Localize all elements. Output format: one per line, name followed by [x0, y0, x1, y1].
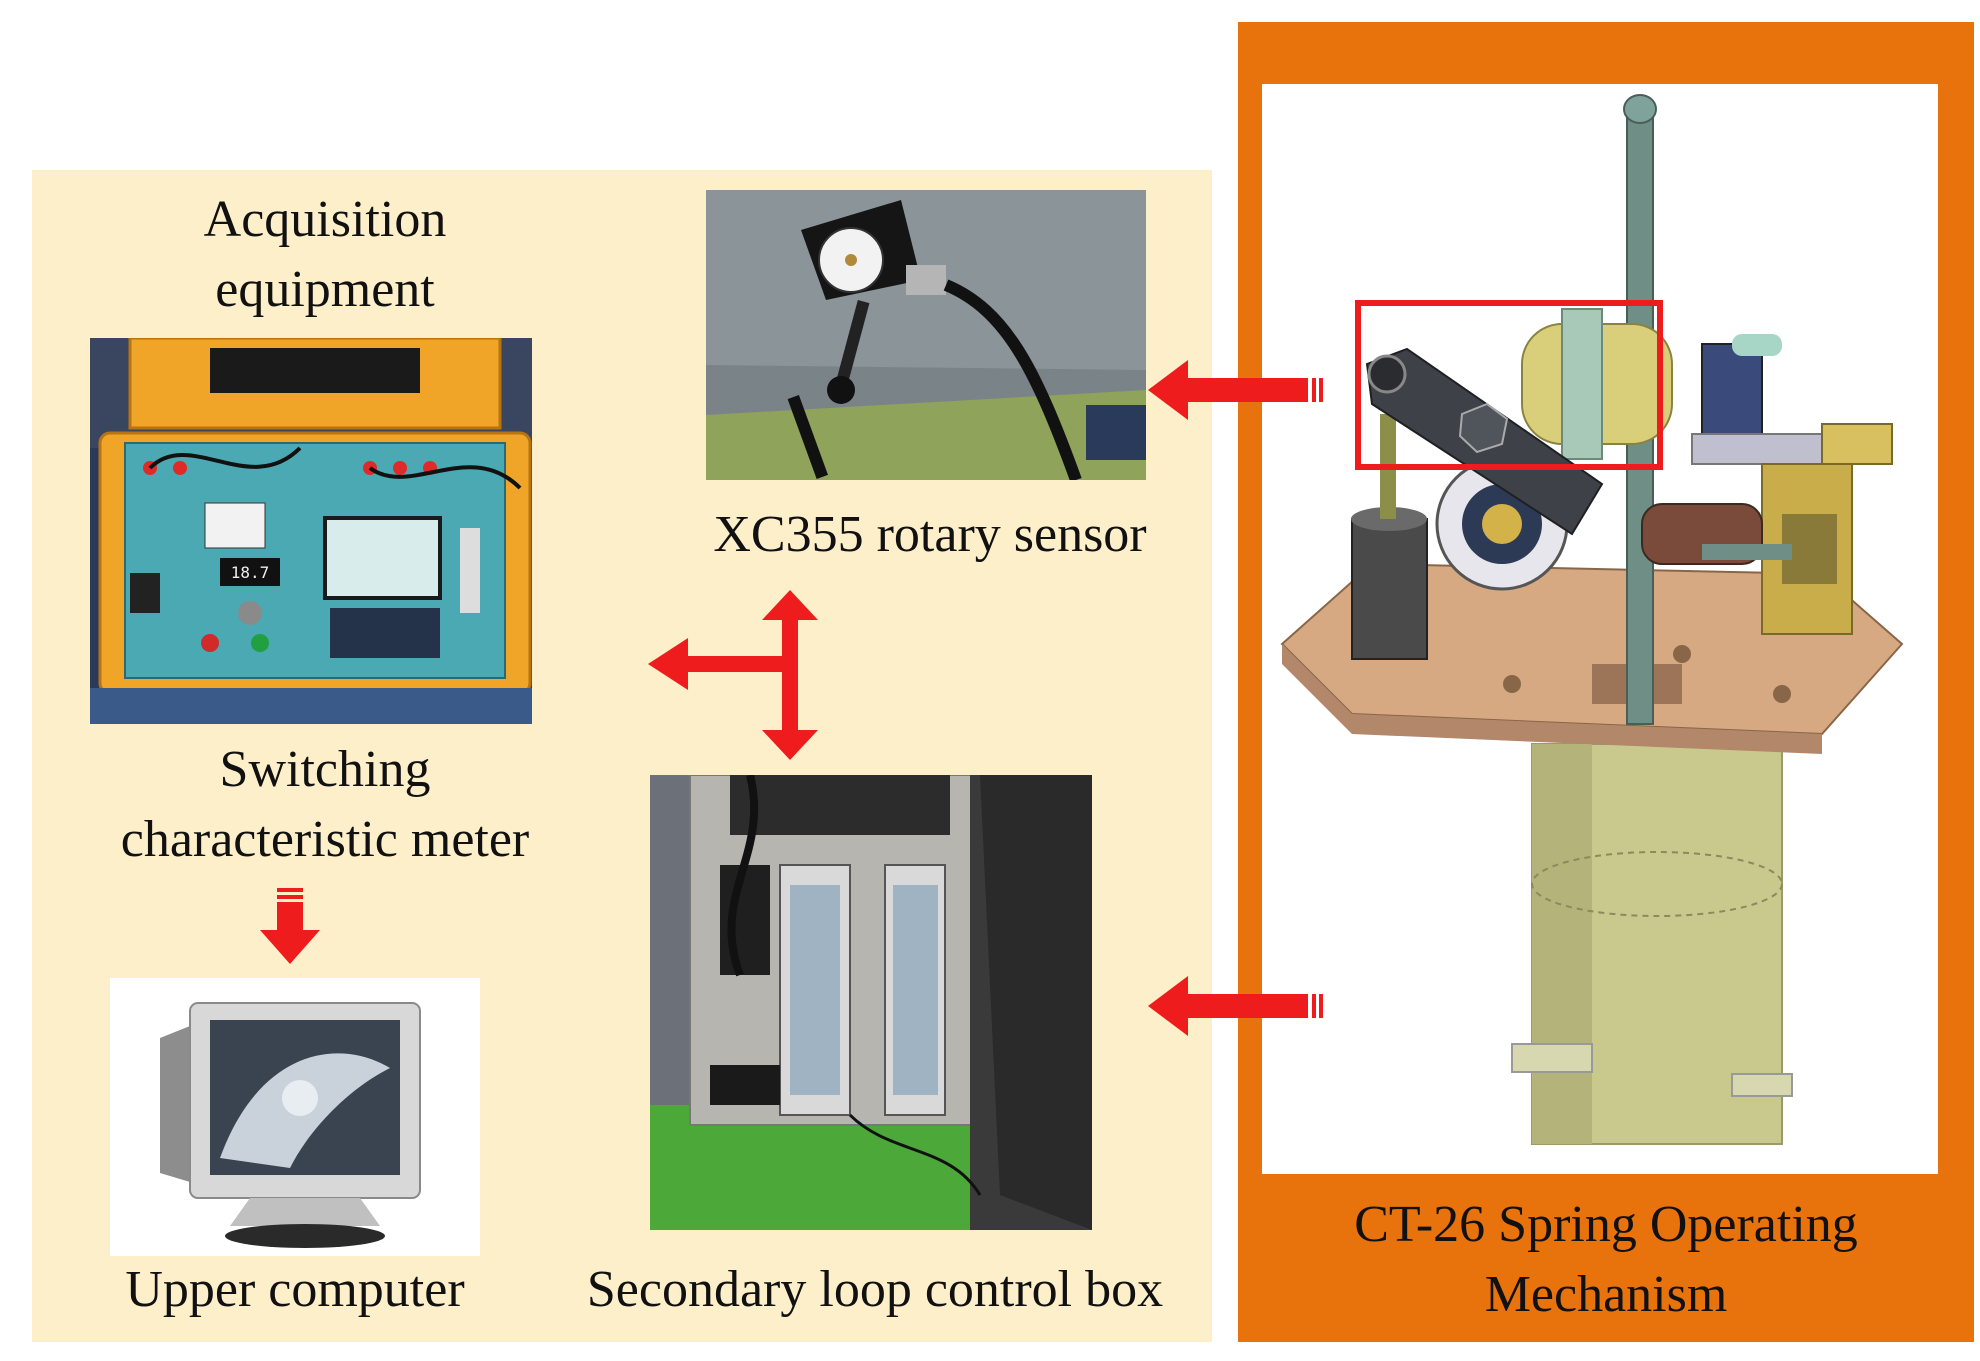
mechanism-label-line1: CT-26 Spring Operating — [1354, 1196, 1858, 1253]
control-box-photo — [650, 775, 1092, 1230]
sensor-photo — [706, 190, 1146, 480]
meter-label: Switching characteristic meter — [70, 735, 580, 875]
sensor-label: XC355 rotary sensor — [713, 506, 1147, 563]
computer-label: Upper computer — [125, 1261, 465, 1318]
meter-display-readout: 18.7 — [231, 563, 270, 582]
control-box-label: Secondary loop control box — [586, 1261, 1164, 1318]
arrow-meter-to-computer — [260, 888, 320, 964]
meter-photo: 18.7 — [90, 338, 532, 724]
meter-label-line1: Switching — [219, 741, 431, 798]
arrow-junction — [648, 590, 818, 760]
mechanism-drawing — [1262, 84, 1938, 1174]
meter-label-line2: characteristic meter — [120, 811, 530, 868]
acquisition-title: Acquisition equipment — [160, 185, 490, 325]
mechanism-label: CT-26 Spring Operating Mechanism — [1250, 1190, 1962, 1330]
acquisition-title-line2: equipment — [215, 261, 435, 318]
arrow-mechanism-to-sensor — [1148, 360, 1328, 420]
highlight-box — [1355, 300, 1663, 470]
mechanism-label-line2: Mechanism — [1484, 1266, 1728, 1323]
computer-photo — [110, 978, 480, 1256]
acquisition-title-line1: Acquisition — [203, 191, 447, 248]
arrow-mechanism-to-control-box — [1148, 976, 1328, 1036]
